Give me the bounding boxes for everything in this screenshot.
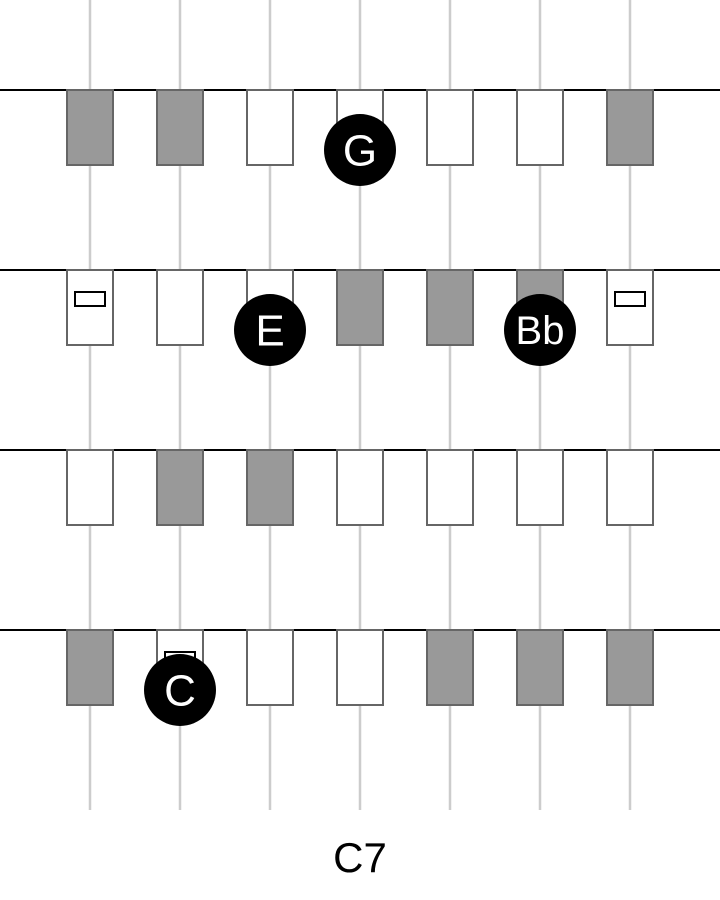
- key-row3-col5-empty: [426, 449, 474, 526]
- note-dot-c: C: [144, 654, 216, 726]
- key-row1-col7-filled: [606, 89, 654, 166]
- note-dots: G E BbC: [144, 114, 576, 726]
- key-row2-col7-empty: [606, 269, 654, 346]
- key-row1-col3-empty: [246, 89, 294, 166]
- key-marker-row2-col7: [614, 291, 646, 307]
- note-label: C: [164, 667, 196, 716]
- key-row4-col3-empty: [246, 629, 294, 706]
- key-row3-col6-empty: [516, 449, 564, 526]
- key-row2-col4-filled: [336, 269, 384, 346]
- note-dot-circle: [324, 114, 396, 186]
- note-dot-e: E: [234, 294, 306, 366]
- key-row3-col4-empty: [336, 449, 384, 526]
- key-row1-col2-filled: [156, 89, 204, 166]
- key-row3-col1-empty: [66, 449, 114, 526]
- key-marker-row2-col1: [74, 291, 106, 307]
- chord-name: C7: [333, 834, 387, 881]
- note-dot-circle: [144, 654, 216, 726]
- note-dot-bb: Bb: [504, 294, 576, 366]
- key-row1-col5-empty: [426, 89, 474, 166]
- note-dot-circle: [504, 294, 576, 366]
- key-row2-col2-empty: [156, 269, 204, 346]
- key-row4-col6-filled: [516, 629, 564, 706]
- note-label: G: [343, 127, 377, 176]
- key-row1-col6-empty: [516, 89, 564, 166]
- key-row4-col4-empty: [336, 629, 384, 706]
- key-row1-col1-filled: [66, 89, 114, 166]
- note-dot-circle: [234, 294, 306, 366]
- note-label: E: [255, 307, 284, 356]
- key-row2-col1-empty: [66, 269, 114, 346]
- key-row4-col1-filled: [66, 629, 114, 706]
- key-row3-col7-empty: [606, 449, 654, 526]
- key-row2-col5-filled: [426, 269, 474, 346]
- key-row3-col2-filled: [156, 449, 204, 526]
- note-dot-g: G: [324, 114, 396, 186]
- note-label: Bb: [516, 309, 565, 353]
- key-row4-col5-filled: [426, 629, 474, 706]
- key-row4-col7-filled: [606, 629, 654, 706]
- key-row3-col3-filled: [246, 449, 294, 526]
- key-grid: [66, 89, 654, 706]
